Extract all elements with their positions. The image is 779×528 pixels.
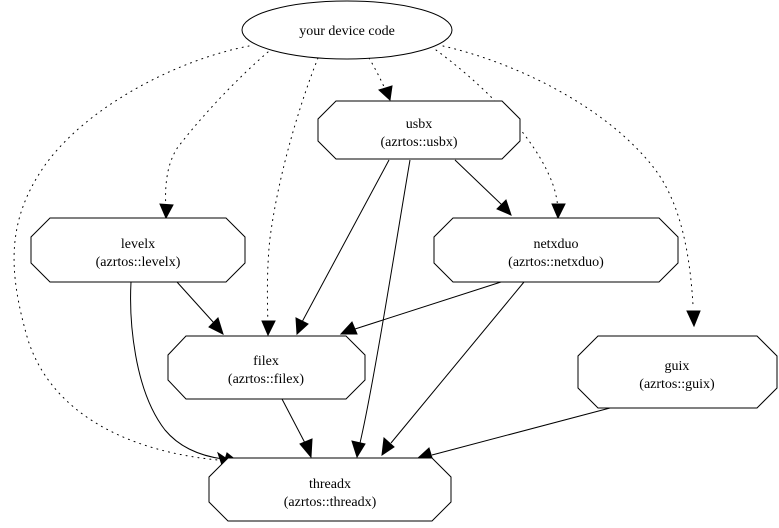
- node-label-line1: guix: [665, 359, 690, 374]
- node-your-device-code[interactable]: your device code: [241, 0, 453, 60]
- edge-line: [130, 281, 224, 460]
- node-guix[interactable]: guix (azrtos::guix): [577, 335, 778, 409]
- edge-line: [368, 57, 387, 92]
- node-octagon: [577, 335, 778, 409]
- edge-device-to-filex: [261, 57, 319, 337]
- node-label-line2: (azrtos::filex): [228, 372, 305, 387]
- edge-levelx-to-filex: [176, 281, 224, 335]
- node-netxduo[interactable]: netxduo (azrtos::netxduo): [433, 217, 679, 283]
- edge-line: [435, 49, 559, 210]
- edge-line: [390, 281, 525, 444]
- node-levelx[interactable]: levelx (azrtos::levelx): [30, 217, 246, 283]
- arrow-head: [381, 436, 395, 457]
- edge-device-to-levelx: [159, 51, 269, 220]
- node-label-line2: (azrtos::guix): [639, 377, 715, 392]
- edge-line: [281, 398, 306, 444]
- arrow-head: [351, 440, 366, 459]
- edge-guix-to-threadx: [415, 407, 611, 462]
- arrow-head: [299, 438, 313, 459]
- node-octagon: [208, 457, 452, 522]
- node-octagon: [167, 335, 366, 400]
- node-octagon: [433, 217, 679, 283]
- node-label-line2: (azrtos::netxduo): [508, 255, 604, 270]
- node-label-line1: threadx: [309, 477, 351, 492]
- edge-netxduo-to-threadx: [381, 281, 525, 457]
- edge-filex-to-threadx: [281, 398, 313, 459]
- node-octagon: [317, 100, 521, 160]
- edge-netxduo-to-filex: [339, 281, 502, 335]
- node-label-line2: (azrtos::usbx): [381, 135, 458, 150]
- arrow-head: [208, 317, 224, 335]
- edge-usbx-to-netxduo: [454, 159, 512, 216]
- arrow-head: [496, 199, 512, 216]
- node-octagon: [30, 217, 246, 283]
- arrow-head: [159, 203, 174, 220]
- edge-line: [359, 159, 411, 444]
- edge-line: [266, 57, 319, 326]
- node-ellipse: [241, 0, 453, 60]
- node-label-line1: levelx: [121, 237, 155, 252]
- arrow-head: [378, 85, 393, 102]
- node-label-line1: netxduo: [533, 237, 578, 252]
- arrow-head: [261, 320, 276, 337]
- node-threadx[interactable]: threadx (azrtos::threadx): [208, 457, 452, 522]
- node-label-line1: filex: [253, 354, 279, 369]
- edge-line: [301, 159, 390, 323]
- edge-device-to-guix: [442, 45, 701, 328]
- arrow-head: [339, 321, 358, 335]
- node-label-line1: usbx: [406, 117, 432, 132]
- edge-device-to-usbx: [368, 57, 393, 102]
- node-usbx[interactable]: usbx (azrtos::usbx): [317, 100, 521, 160]
- node-label-line2: (azrtos::levelx): [96, 255, 181, 270]
- arrow-head: [686, 310, 701, 328]
- edge-usbx-to-threadx: [351, 159, 411, 459]
- edge-line: [454, 159, 503, 206]
- node-label-line1: your device code: [299, 24, 395, 39]
- edge-device-to-netxduo: [435, 49, 566, 220]
- node-filex[interactable]: filex (azrtos::filex): [167, 335, 366, 400]
- edge-line: [431, 407, 611, 456]
- edge-line: [176, 281, 215, 324]
- arrow-head: [551, 203, 566, 220]
- edge-line: [13, 45, 250, 462]
- node-label-line2: (azrtos::threadx): [284, 495, 377, 510]
- edge-line: [165, 51, 269, 210]
- arrow-head: [295, 317, 309, 336]
- edge-line: [442, 45, 694, 306]
- edge-line: [354, 281, 502, 330]
- edge-usbx-to-filex: [295, 159, 390, 336]
